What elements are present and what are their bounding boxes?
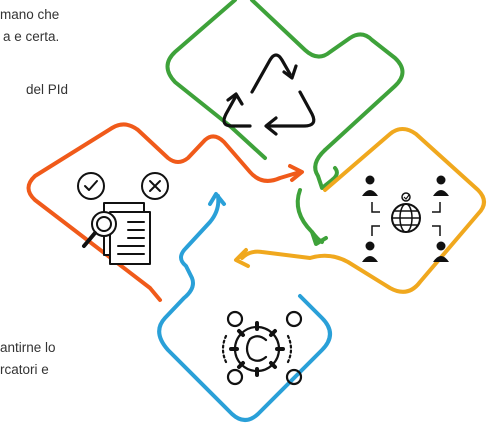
copyright-gears-icon — [221, 310, 303, 386]
document-check-magnifier-icon — [77, 172, 169, 265]
green-loop — [165, 0, 405, 246]
orange-loop — [26, 122, 304, 302]
recycle-arrows-icon — [222, 53, 316, 136]
global-people-network-icon — [362, 175, 449, 262]
paragraph-fragment-2: a e certa. — [3, 29, 60, 44]
paragraph-fragment-3: del PId — [26, 82, 69, 97]
paragraph-fragment-1: mano che — [0, 7, 60, 22]
paragraph-fragment-5: rcatori e — [0, 362, 49, 377]
blue-loop — [157, 192, 332, 422]
paragraph-fragment-4: antirne lo — [0, 340, 56, 355]
yellow-loop — [234, 127, 486, 294]
